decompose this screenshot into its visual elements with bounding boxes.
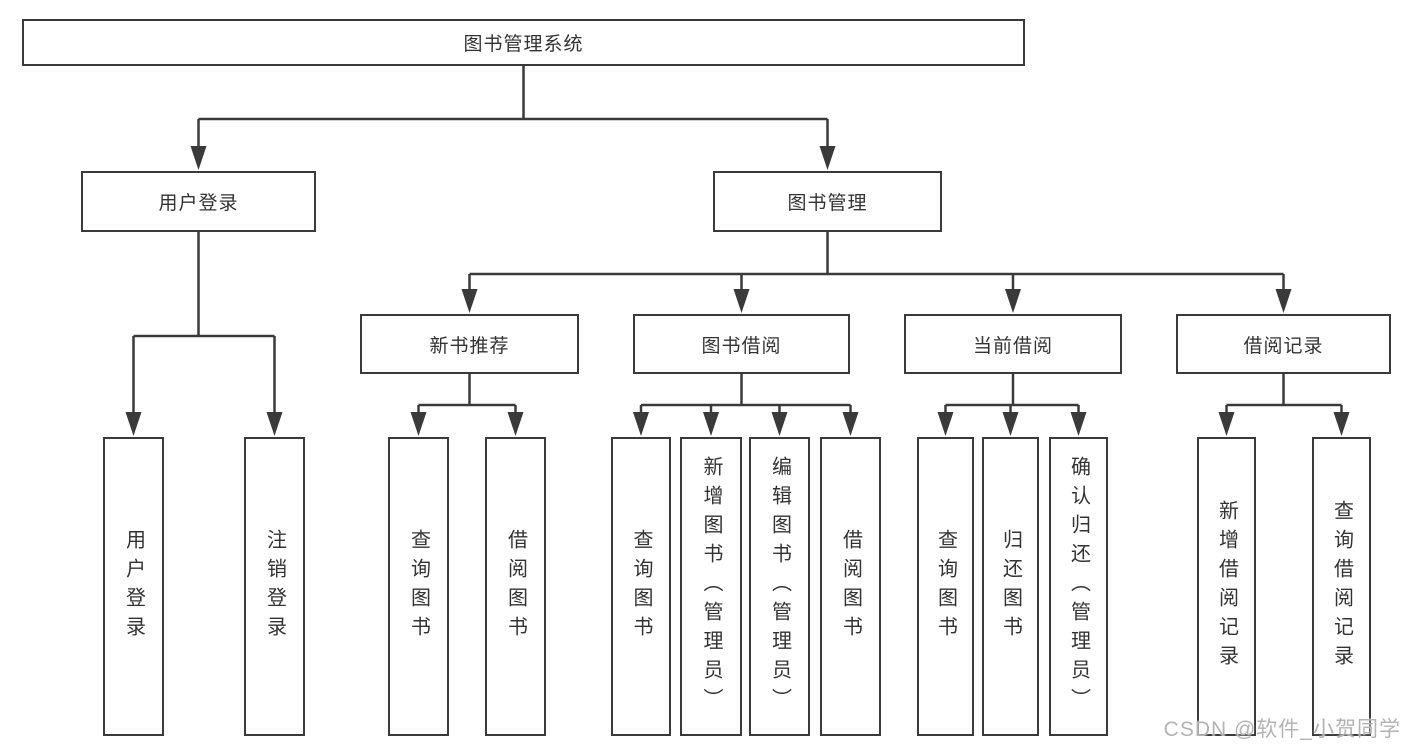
node-library-management-system: 图书管理系统 <box>22 19 1025 66</box>
leaf-current-return-book: 归还图书 <box>982 437 1039 736</box>
arrowhead <box>1333 412 1350 436</box>
leaf-recommend-borrow-book: 借阅图书 <box>485 437 546 736</box>
arrowhead <box>1070 412 1087 436</box>
leaf-current-confirm-return-admin: 确认归还（管理员） <box>1049 437 1108 736</box>
arrowhead <box>266 412 283 436</box>
arrowhead <box>125 412 142 436</box>
arrowhead <box>461 289 478 313</box>
arrowhead <box>633 412 649 436</box>
connector-borrowing-records-to-leaves <box>1218 374 1350 436</box>
arrowhead <box>937 412 954 436</box>
arrowhead <box>703 412 719 436</box>
leaf-records-query-record: 查询借阅记录 <box>1312 437 1371 736</box>
arrowhead <box>1002 412 1019 436</box>
leaf-records-add-record: 新增借阅记录 <box>1197 437 1256 736</box>
leaf-user-login: 用户登录 <box>103 437 164 736</box>
connector-root-to-level2 <box>190 66 836 170</box>
arrowhead <box>771 412 788 436</box>
node-borrowing-records: 借阅记录 <box>1176 314 1391 374</box>
leaf-borrow-borrow-book: 借阅图书 <box>820 437 881 736</box>
node-book-borrowing: 图书借阅 <box>633 314 850 374</box>
arrowhead <box>410 412 427 436</box>
connector-new-book-recommend-to-leaves <box>410 374 524 436</box>
arrowhead <box>842 412 859 436</box>
node-current-borrowing: 当前借阅 <box>904 314 1122 374</box>
arrowhead <box>819 146 836 170</box>
arrowhead <box>1218 412 1235 436</box>
arrowhead <box>1005 289 1021 313</box>
connector-user-login-to-leaves <box>125 232 283 436</box>
connector-current-borrowing-to-leaves <box>937 374 1087 436</box>
node-user-login: 用户登录 <box>81 171 316 232</box>
leaf-borrow-edit-book-admin: 编辑图书（管理员） <box>749 437 810 736</box>
leaf-logout: 注销登录 <box>244 437 305 736</box>
arrowhead <box>507 412 524 436</box>
arrowhead <box>1275 289 1292 313</box>
leaf-current-query-book: 查询图书 <box>917 437 974 736</box>
watermark: CSDN @软件_小贺同学 <box>1163 718 1401 741</box>
connector-book-borrowing-to-leaves <box>633 374 859 436</box>
leaf-recommend-query-book: 查询图书 <box>388 437 449 736</box>
leaf-borrow-query-book: 查询图书 <box>611 437 671 736</box>
node-book-management: 图书管理 <box>713 171 942 232</box>
arrowhead <box>190 146 207 170</box>
node-new-book-recommend: 新书推荐 <box>360 314 579 374</box>
leaf-borrow-add-book-admin: 新增图书（管理员） <box>680 437 742 736</box>
connector-book-management-to-level3 <box>461 232 1292 313</box>
arrowhead <box>733 289 750 313</box>
